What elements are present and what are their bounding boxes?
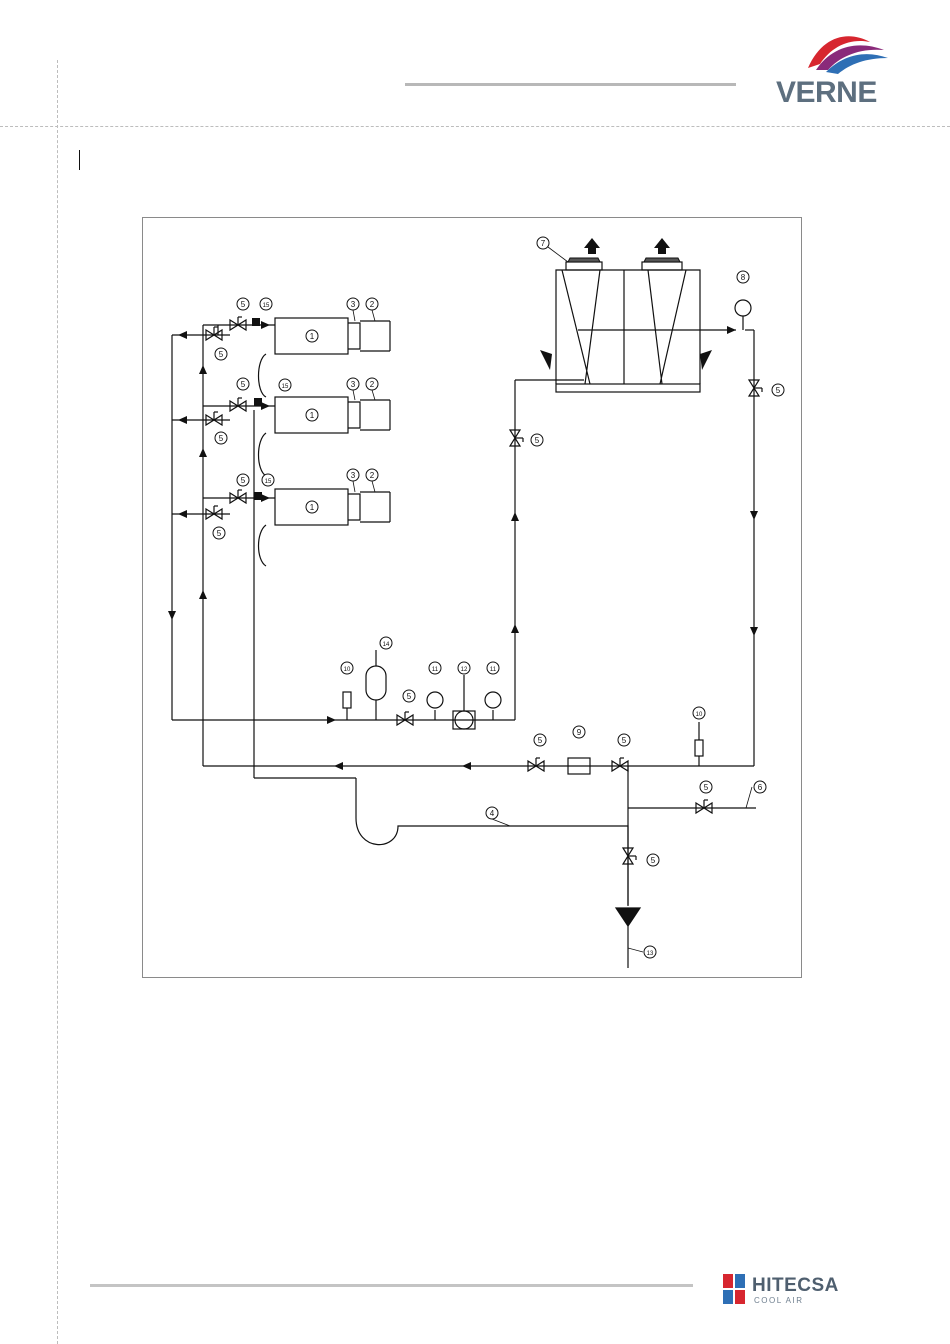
svg-text:5: 5 (651, 856, 656, 865)
svg-text:5: 5 (219, 434, 224, 443)
label-15-a: 15 (260, 298, 272, 310)
label-5-l: 5 (700, 781, 712, 793)
svg-text:1: 1 (310, 332, 315, 341)
svg-text:1: 1 (310, 503, 315, 512)
svg-text:11: 11 (432, 667, 439, 673)
label-5-b: 5 (215, 348, 227, 360)
svg-text:5: 5 (535, 436, 540, 445)
label-14: 14 (380, 637, 392, 649)
svg-text:5: 5 (538, 736, 543, 745)
svg-text:10: 10 (696, 712, 703, 718)
svg-text:15: 15 (282, 384, 289, 390)
label-13: 13 (644, 946, 656, 958)
svg-text:14: 14 (383, 642, 390, 648)
label-2a: 2 (366, 298, 378, 310)
label-unit-3: 1 (306, 501, 318, 513)
svg-text:15: 15 (265, 479, 272, 485)
svg-text:8: 8 (741, 273, 746, 282)
svg-text:11: 11 (490, 667, 497, 673)
svg-text:5: 5 (219, 350, 224, 359)
svg-text:3: 3 (351, 471, 356, 480)
svg-text:2: 2 (370, 300, 375, 309)
label-8: 8 (737, 271, 749, 283)
svg-text:5: 5 (241, 380, 246, 389)
svg-text:5: 5 (241, 476, 246, 485)
svg-text:12: 12 (461, 667, 468, 673)
label-11-a: 11 (429, 662, 441, 674)
label-unit-2: 1 (306, 409, 318, 421)
label-5-h: 5 (531, 434, 543, 446)
svg-text:5: 5 (241, 300, 246, 309)
label-3a: 3 (347, 298, 359, 310)
svg-text:1: 1 (310, 411, 315, 420)
label-10-a: 10 (341, 662, 353, 674)
label-2b: 2 (366, 378, 378, 390)
label-4: 4 (486, 807, 498, 819)
svg-text:5: 5 (704, 783, 709, 792)
svg-text:5: 5 (776, 386, 781, 395)
svg-text:5: 5 (407, 692, 412, 701)
label-2c: 2 (366, 469, 378, 481)
label-7: 7 (537, 237, 549, 249)
svg-text:15: 15 (263, 303, 270, 309)
label-5-f: 5 (213, 527, 225, 539)
svg-text:10: 10 (344, 667, 351, 673)
svg-text:5: 5 (217, 529, 222, 538)
label-12: 12 (458, 662, 470, 674)
label-5-c: 5 (237, 378, 249, 390)
label-5-d: 5 (215, 432, 227, 444)
svg-text:7: 7 (541, 239, 546, 248)
label-unit-1: 1 (306, 330, 318, 342)
svg-text:4: 4 (490, 809, 495, 818)
svg-text:2: 2 (370, 380, 375, 389)
label-15-b: 15 (279, 379, 291, 391)
label-5-a: 5 (237, 298, 249, 310)
svg-text:9: 9 (577, 728, 582, 737)
label-15-c: 15 (262, 474, 274, 486)
label-5-k: 5 (618, 734, 630, 746)
svg-text:3: 3 (351, 300, 356, 309)
label-5-e: 5 (237, 474, 249, 486)
label-5-g: 5 (772, 384, 784, 396)
svg-text:2: 2 (370, 471, 375, 480)
label-5-j: 5 (534, 734, 546, 746)
label-5-m: 5 (647, 854, 659, 866)
svg-text:13: 13 (647, 951, 654, 957)
svg-text:5: 5 (622, 736, 627, 745)
label-3b: 3 (347, 378, 359, 390)
svg-text:6: 6 (758, 783, 763, 792)
label-3c: 3 (347, 469, 359, 481)
label-9: 9 (573, 726, 585, 738)
label-10-b: 10 (693, 707, 705, 719)
label-5-i: 5 (403, 690, 415, 702)
label-6: 6 (754, 781, 766, 793)
label-11-b: 11 (487, 662, 499, 674)
svg-text:3: 3 (351, 380, 356, 389)
